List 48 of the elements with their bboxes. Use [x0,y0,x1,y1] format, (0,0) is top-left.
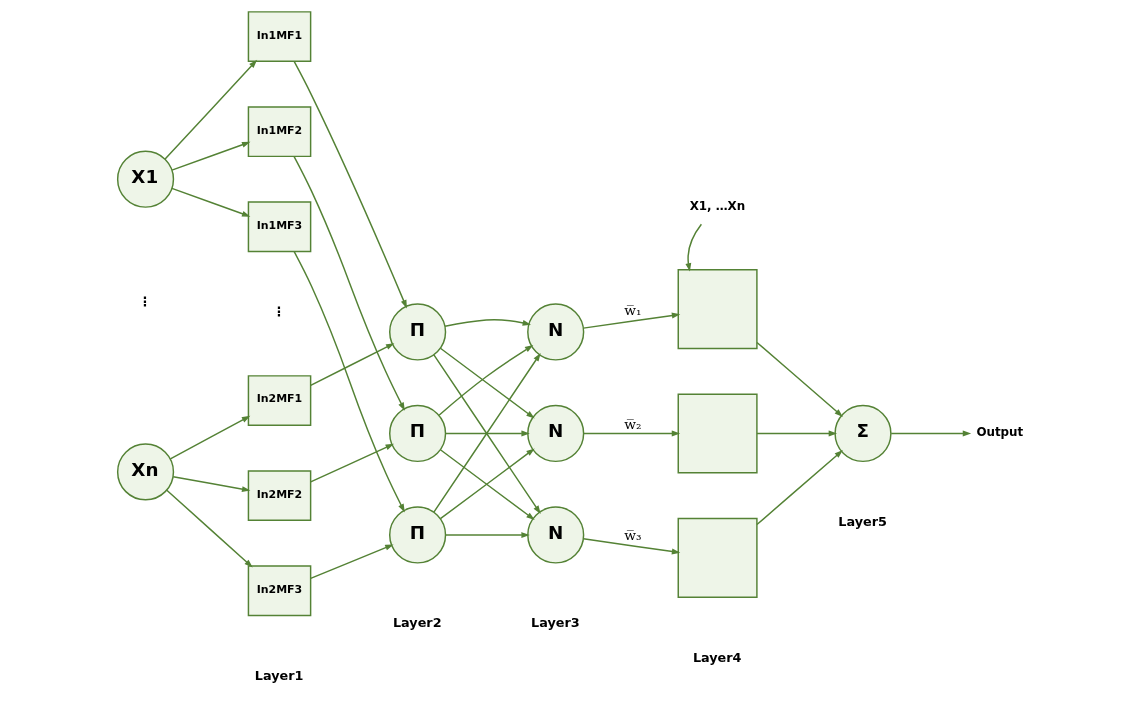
arrow [445,532,530,538]
node-box: In2MF1 [247,375,312,426]
arrow [293,60,407,309]
arrow [293,155,405,411]
node-circle: Xn [116,443,175,501]
label: Layer4 [692,649,742,665]
arrow [164,59,258,160]
node-text: X1, …Xn [689,198,746,213]
arrow [756,341,843,417]
node-box: In1MF1 [247,11,312,62]
node-box [677,269,758,350]
label: ⋮ [272,304,286,320]
node-box: In1MF2 [247,106,312,158]
node-circle: X1 [116,150,175,208]
label: Layer3 [531,615,580,631]
arrow [171,141,251,171]
arrow [293,250,405,513]
arrow [756,430,838,437]
node-text: Output [976,424,1024,439]
arrow [582,538,681,555]
arrow [582,312,681,329]
arrow [171,187,251,217]
node-circle: Π [389,303,447,361]
node-circle: Π [389,506,447,564]
edge-label: w̅₃ [624,527,642,544]
node-box [677,393,758,474]
node-box [677,517,758,598]
arrow [583,430,681,437]
edge-label: w̅₁ [624,301,642,318]
edge-label: w̅₂ [624,415,642,432]
arrow [444,319,532,327]
arrow [169,415,251,460]
arrow [445,430,530,437]
arrow [309,544,394,580]
arrow [309,343,395,387]
label: ⋮ [138,294,152,310]
node-box: In2MF3 [247,565,312,617]
label: Layer5 [838,513,887,529]
node-box: In2MF2 [247,470,312,522]
arrow [166,489,253,568]
arrow [685,223,703,272]
node-box: In1MF3 [247,201,312,253]
label: Layer1 [254,668,304,684]
arrow [756,450,843,526]
arrow [309,443,394,483]
label: Layer2 [392,615,442,631]
arrow [172,475,251,492]
arrow [890,430,972,437]
